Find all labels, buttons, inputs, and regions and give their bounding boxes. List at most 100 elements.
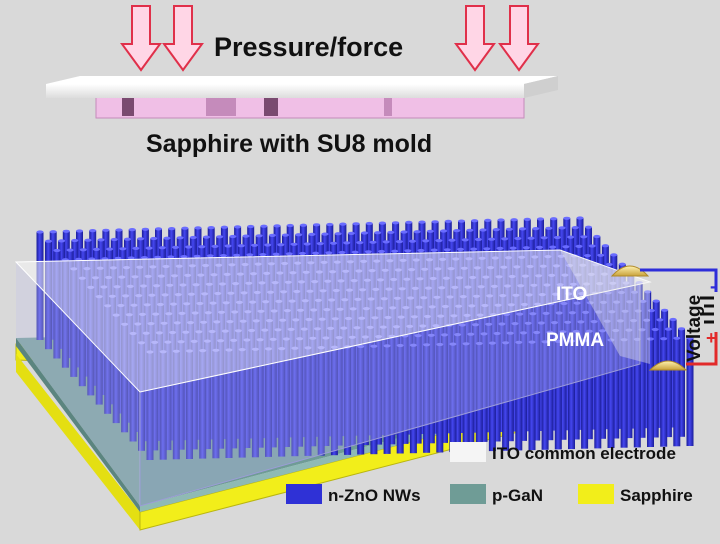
nanowire-tip [621, 309, 629, 313]
nanowire-tip [502, 341, 510, 345]
nanowire [590, 321, 598, 430]
nanowire [366, 327, 374, 436]
nanowire-tip [626, 300, 634, 304]
nanowire [546, 332, 554, 441]
nanowire-tip [520, 331, 527, 335]
nanowire-tip [417, 248, 425, 253]
nanowire-tip [247, 224, 255, 229]
nanowire-tip [594, 338, 602, 342]
nanowire-tip [330, 241, 337, 245]
nanowire [630, 320, 638, 429]
nanowire-tip [145, 246, 153, 250]
legend-label-pgan: p-GaN [492, 486, 543, 505]
nanowire-tip [564, 320, 572, 324]
nanowire-tip [441, 333, 448, 337]
nanowire-tip [339, 222, 347, 226]
nanowire [177, 341, 185, 450]
nanowire [396, 345, 404, 454]
nanowire-tip [600, 300, 607, 304]
nanowire-tip [620, 338, 628, 342]
nanowire [265, 348, 272, 457]
nanowire [493, 333, 501, 442]
nanowire-tip [444, 219, 452, 223]
nanowire-tip [610, 253, 618, 257]
nanowire-tip [519, 227, 527, 231]
nanowire [419, 326, 427, 434]
nanowire-tip [612, 328, 620, 333]
nanowire-tip [219, 254, 227, 258]
nanowire-tip [470, 247, 478, 251]
nanowire-tip [581, 339, 589, 343]
nanowire-tip [89, 229, 97, 233]
nanowire-tip [326, 222, 334, 227]
nanowire [664, 329, 672, 438]
nanowire-tip [686, 336, 694, 340]
nanowire-tip [597, 253, 605, 257]
nanowire-tip [308, 232, 316, 236]
nanowire [620, 339, 628, 448]
nanowire-tip [260, 224, 268, 228]
nanowire-tip [141, 227, 149, 231]
nanowire-tip [285, 252, 293, 256]
nanowire [678, 328, 685, 437]
nanowire-tip [45, 239, 52, 243]
nanowire-tip [516, 312, 524, 316]
nanowire [564, 322, 572, 431]
nanowire-tip [443, 248, 451, 252]
nanowire-tip [422, 239, 430, 243]
nanowire-tip [560, 301, 568, 306]
nanowire-tip [400, 230, 408, 234]
down-arrow-icon [120, 5, 162, 72]
nanowire-tip [185, 245, 193, 249]
nanowire-tip [246, 253, 254, 257]
nanowire [230, 340, 238, 449]
nanowire-tip [396, 343, 404, 348]
nanowire-tip [493, 331, 501, 336]
nanowire [686, 338, 694, 446]
nanowire-tip [568, 311, 576, 315]
nanowire-tip [272, 252, 280, 256]
nanowire [146, 352, 154, 460]
nanowire [330, 347, 338, 456]
nanowire-tip [79, 248, 87, 252]
nanowire-tip [423, 343, 431, 347]
nanowire-tip [558, 226, 566, 230]
nanowire [585, 331, 593, 440]
nanowire [660, 338, 668, 447]
nanowire [528, 342, 536, 451]
nanowire-tip [522, 246, 530, 250]
nanowire-tip [554, 339, 562, 343]
nanowire-tip [440, 229, 448, 233]
voltage-label: Voltage [684, 295, 705, 362]
nanowire-tip [290, 242, 298, 246]
nanowire [243, 340, 251, 448]
pmma-label: PMMA [546, 330, 604, 351]
nanowire-tip [484, 218, 492, 222]
nanowire-tip [553, 235, 561, 240]
nanowire-tip [603, 319, 611, 323]
nanowire-tip [172, 245, 179, 249]
nanowire-tip [334, 232, 342, 236]
nanowire-tip [150, 236, 158, 241]
sapphire-base [16, 354, 140, 530]
nanowire-tip [584, 254, 591, 258]
nanowire-tip [277, 243, 285, 247]
nanowire-tip [492, 228, 500, 232]
nanowire-tip [168, 227, 176, 231]
nanowire-tip [449, 342, 457, 346]
nanowire-tip [501, 237, 509, 241]
nanowire-tip [586, 301, 594, 305]
nanowire-tip [590, 320, 598, 324]
nanowire [104, 305, 112, 414]
nanowire-tip [251, 243, 258, 247]
nanowire-tip [361, 231, 369, 235]
nanowire-tip [599, 329, 606, 333]
pressure-label: Pressure/force [214, 32, 403, 62]
nanowire-tip [194, 226, 202, 230]
nanowire-tip [295, 233, 303, 237]
nanowire [638, 329, 646, 438]
nanowire-tip [207, 226, 215, 230]
nanowire-tip [536, 245, 543, 249]
nanowire-tip [515, 340, 523, 344]
